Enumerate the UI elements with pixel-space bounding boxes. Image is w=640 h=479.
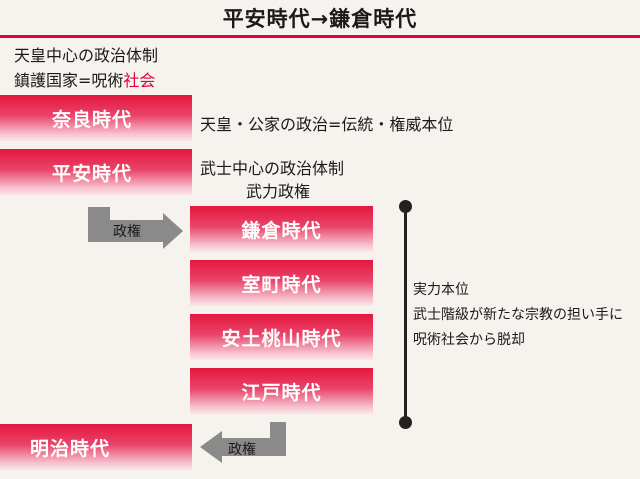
- bracket-bottom-dot: [399, 416, 412, 429]
- bushi-politics-note: 武士中心の政治体制: [200, 159, 345, 178]
- arrow-label-kamakura: 政権: [113, 224, 141, 240]
- escape-magic-society-note: 呪術社会から脱却: [413, 332, 525, 348]
- chingo-kokka-prefix: 鎮護国家=呪術: [14, 71, 124, 90]
- era-azuchi-momoyama: 安土桃山時代: [190, 314, 373, 360]
- new-religion-note: 武士階級が新たな宗教の担い手に: [413, 307, 623, 323]
- chingo-kokka-label: 鎮護国家=呪術社会: [14, 70, 155, 92]
- chingo-kokka-red-word: 社会: [123, 71, 156, 90]
- era-kamakura: 鎌倉時代: [190, 206, 373, 252]
- emperor-politics-label: 天皇中心の政治体制: [14, 46, 159, 65]
- era-nara: 奈良時代: [0, 95, 192, 141]
- merit-based-note: 実力本位: [413, 282, 469, 298]
- arrow-to-kamakura: [88, 207, 183, 249]
- bracket-line: [404, 206, 407, 422]
- arrow-to-meiji: [200, 422, 286, 463]
- bracket-top-dot: [399, 200, 412, 213]
- era-edo: 江戸時代: [190, 368, 373, 414]
- era-meiji: 明治時代: [0, 424, 192, 470]
- page-title: 平安時代→鎌倉時代: [222, 6, 418, 31]
- era-muromachi: 室町時代: [190, 260, 373, 306]
- arrow-label-meiji: 政権: [228, 442, 256, 458]
- military-regime-note: 武力政権: [246, 182, 311, 201]
- kuge-politics-note: 天皇・公家の政治=伝統・権威本位: [200, 115, 454, 134]
- title-bar: 平安時代→鎌倉時代: [0, 0, 640, 38]
- era-heian: 平安時代: [0, 149, 192, 195]
